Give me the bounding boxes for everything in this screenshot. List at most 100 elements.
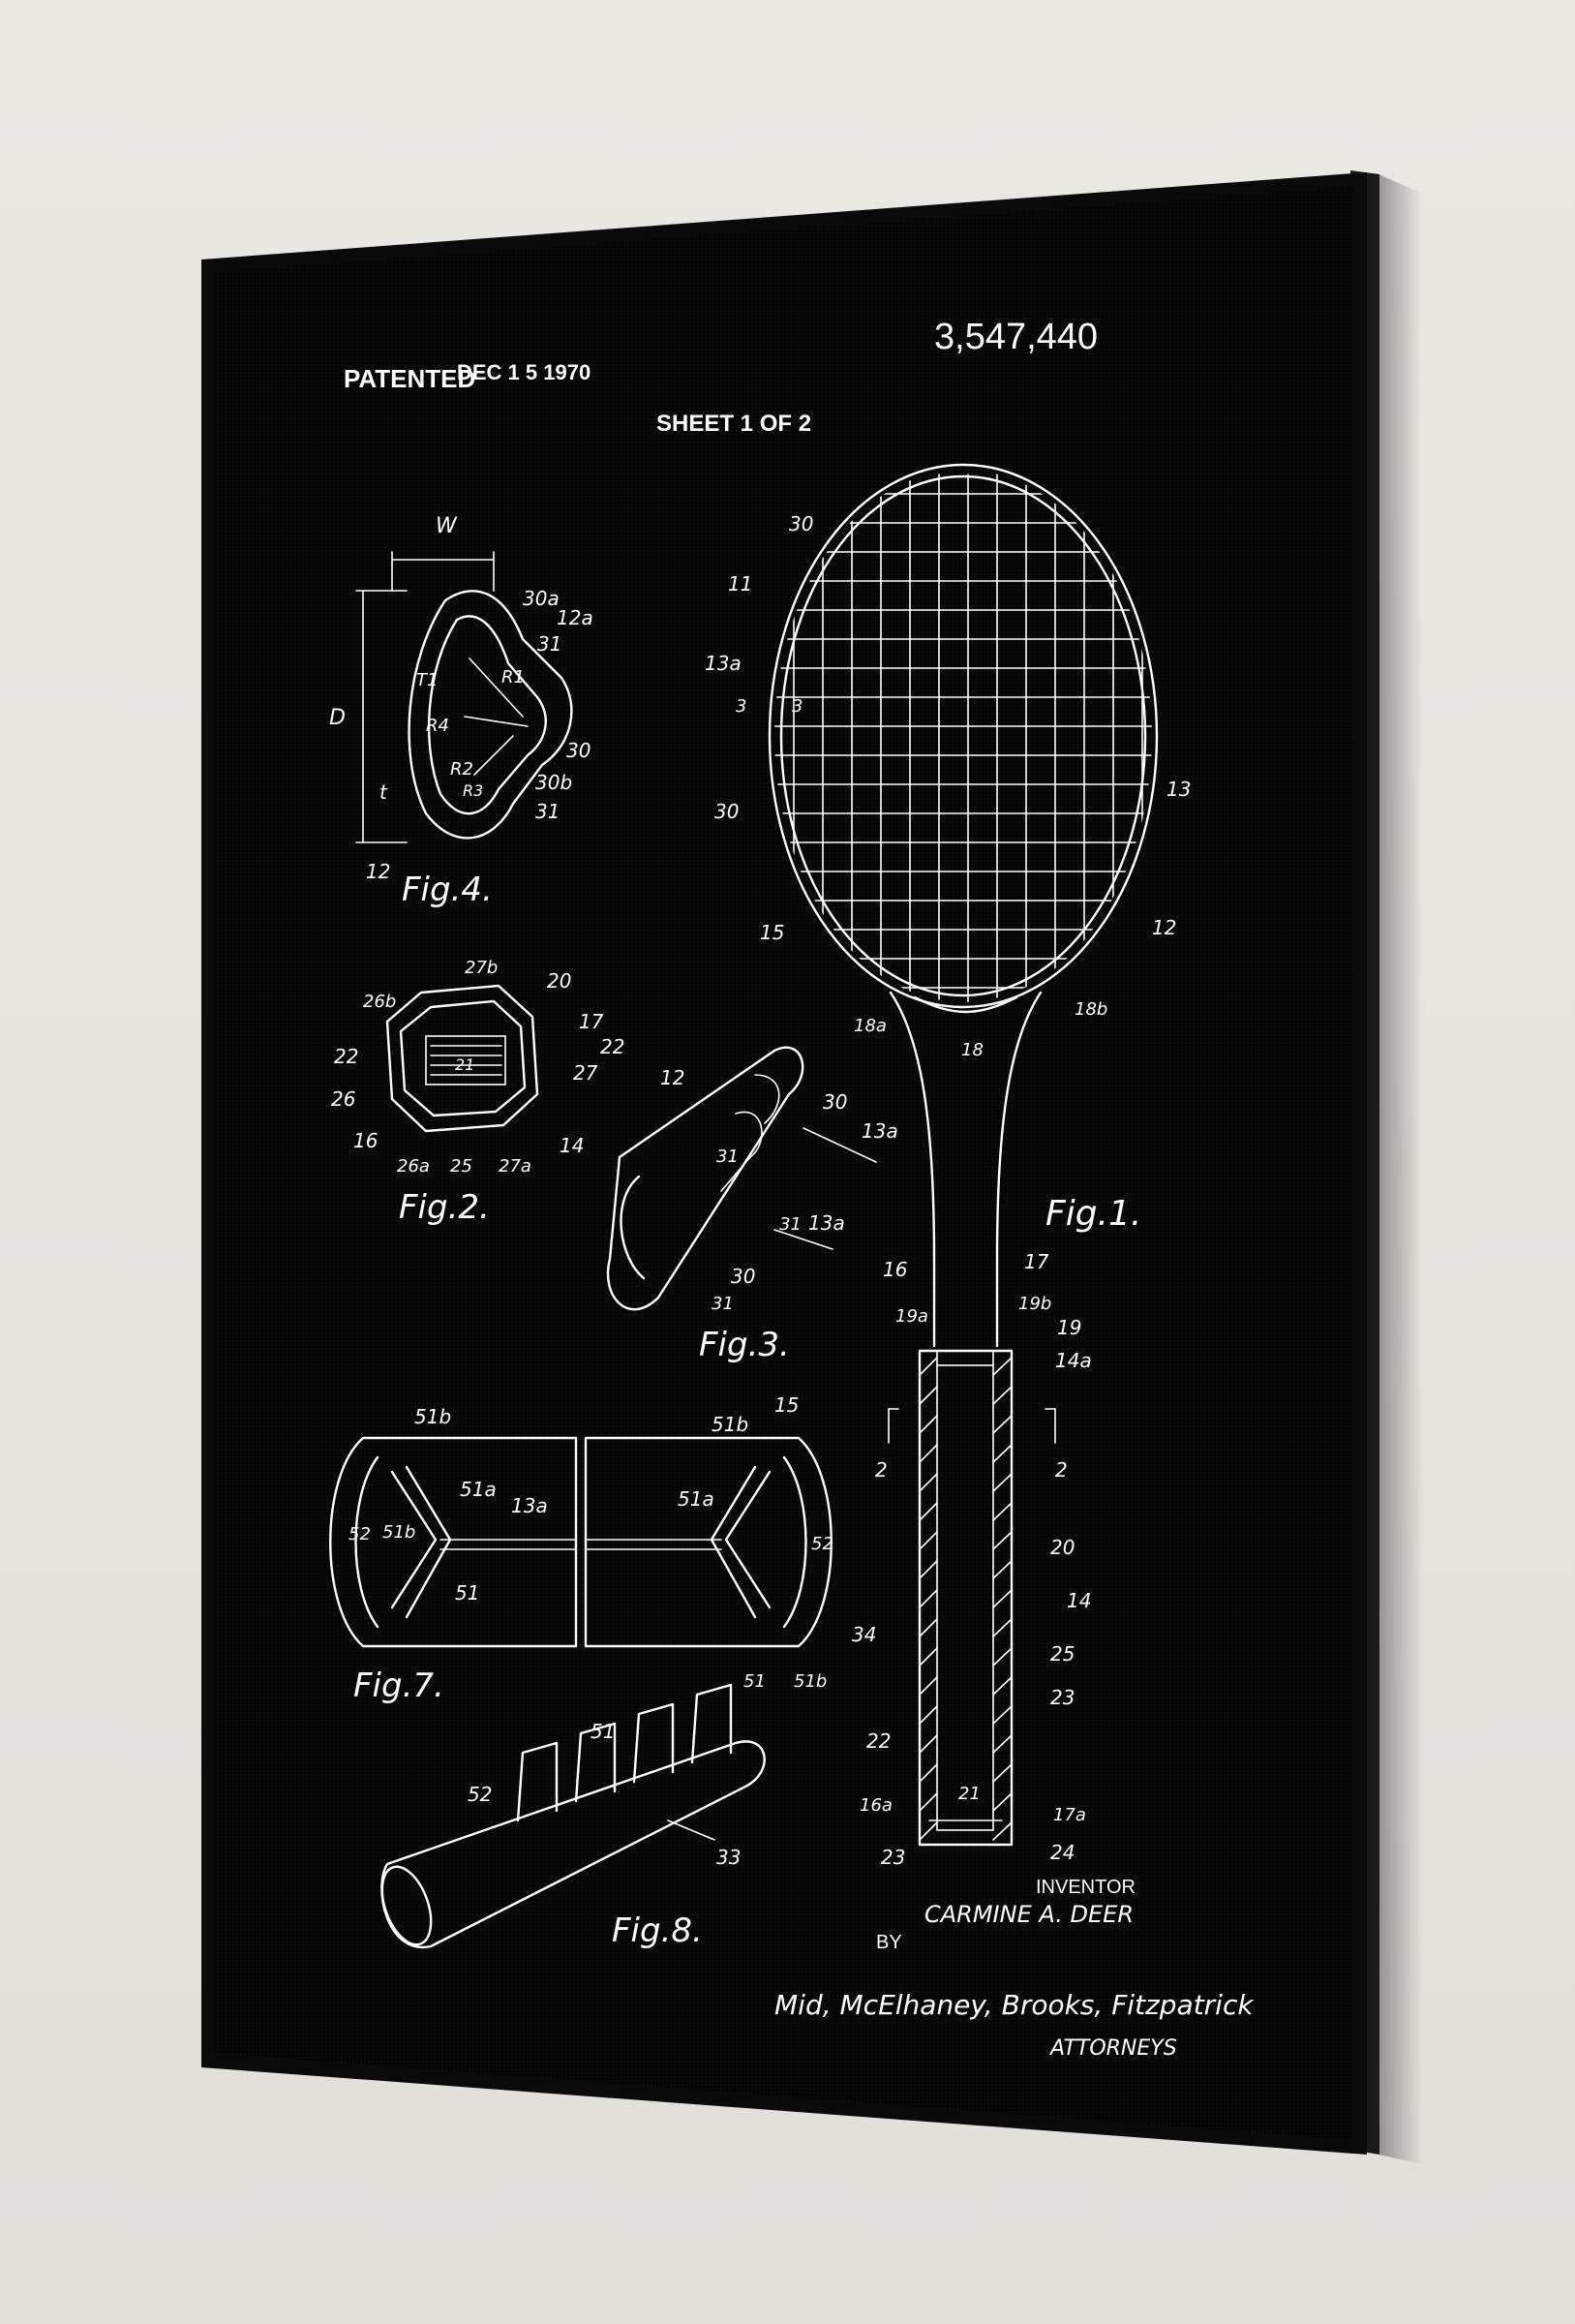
fig2-label-22l: 22 <box>334 1045 358 1068</box>
fig1-label-2b: 2 <box>1055 1458 1068 1482</box>
fig1-label-18: 18 <box>961 1040 984 1060</box>
fig2-label-16: 16 <box>353 1129 378 1152</box>
fig4-label-30: 30 <box>566 739 591 762</box>
fig4-label-12a: 12a <box>557 606 593 629</box>
fig2-label-26: 26 <box>331 1087 355 1111</box>
fig1-label-14: 14 <box>1067 1589 1091 1612</box>
fig1-label-23b: 23 <box>881 1846 905 1869</box>
fig7-label-52-a: 52 <box>348 1524 371 1544</box>
patent-date: DEC 1 5 1970 <box>457 360 591 384</box>
inventor-label: INVENTOR <box>1036 1877 1136 1898</box>
fig8-label-51: 51 <box>591 1720 615 1743</box>
fig3-label-12: 12 <box>660 1066 684 1089</box>
fig7-label-51a-b: 51a <box>678 1487 714 1511</box>
fig7-label-51b-b: 51b <box>712 1413 748 1436</box>
fig4-label-r4: R4 <box>426 716 449 736</box>
fig7-label-51b-c: 51b <box>382 1522 415 1543</box>
patented-label: PATENTED <box>344 364 475 393</box>
fig4-label-r1: R1 <box>501 667 525 688</box>
fig7-drawing <box>329 1436 833 1648</box>
frame-shadow <box>1378 174 1423 2164</box>
fig4-label-12: 12 <box>366 860 390 883</box>
fig8-drawing <box>380 1683 766 1949</box>
fig7-label-51-b: 51 <box>743 1671 766 1692</box>
fig4-label-31b: 31 <box>535 800 560 823</box>
fig4-label-30a: 30a <box>523 587 560 610</box>
fig1-label-24: 24 <box>1050 1841 1075 1864</box>
fig7-label-13a: 13a <box>511 1494 548 1517</box>
fig1-label-25: 25 <box>1050 1642 1075 1666</box>
attorneys-label: ATTORNEYS <box>1048 2036 1177 2061</box>
fig1-label-15: 15 <box>760 921 784 944</box>
fig1-label-13a: 13a <box>705 652 742 675</box>
fig4-label-r2: R2 <box>450 759 473 780</box>
fig2-label-26b: 26b <box>363 992 396 1012</box>
fig2-drawing <box>385 984 539 1133</box>
fig1-label-22: 22 <box>866 1729 891 1753</box>
fig2-label-21: 21 <box>455 1055 474 1074</box>
fig3-caption: Fig.3. <box>699 1326 790 1364</box>
fig4-label-t1: T1 <box>416 670 438 690</box>
fig4-label-30b: 30b <box>535 771 572 794</box>
fig4-label-d: D <box>329 706 346 730</box>
fig3-label-13aa: 13a <box>862 1119 898 1143</box>
fig2-label-22r: 22 <box>600 1035 624 1058</box>
fig1-label-3a: 3 <box>736 696 746 717</box>
fig1-label-19b: 19b <box>1018 1294 1051 1314</box>
fig2-label-14: 14 <box>560 1134 584 1157</box>
fig7-label-51b-d: 51b <box>794 1671 827 1692</box>
fig2-label-27: 27 <box>573 1061 598 1085</box>
fig3-drawing <box>606 1046 877 1311</box>
fig7-caption: Fig.7. <box>353 1667 444 1705</box>
fig2-label-26a: 26a <box>397 1156 430 1177</box>
fig3-label-31a: 31 <box>716 1147 739 1167</box>
fig1-label-3b: 3 <box>792 696 803 717</box>
patent-number: 3,547,440 <box>934 317 1098 357</box>
fig4-label-31a: 31 <box>537 632 561 656</box>
fig4-caption: Fig.4. <box>402 871 493 909</box>
fig4-label-r3: R3 <box>463 781 483 800</box>
fig1-label-18b: 18b <box>1075 999 1107 1020</box>
fig1-label-17a: 17a <box>1053 1805 1086 1825</box>
fig1-label-12: 12 <box>1152 916 1176 939</box>
fig8-label-33: 33 <box>716 1846 741 1869</box>
fig1-label-14a: 14a <box>1055 1349 1092 1372</box>
fig8-label-52: 52 <box>468 1783 492 1806</box>
fig1-caption: Fig.1. <box>1045 1194 1141 1234</box>
fig1-label-20: 20 <box>1050 1536 1075 1559</box>
fig2-label-27a: 27a <box>499 1156 531 1177</box>
fig1-label-21: 21 <box>958 1784 981 1804</box>
fig1-label-17: 17 <box>1024 1250 1049 1273</box>
fig2-caption: Fig.2. <box>399 1188 490 1227</box>
fig7-label-34: 34 <box>852 1623 876 1646</box>
fig1-label-19: 19 <box>1057 1316 1081 1339</box>
fig7-label-51a-a: 51a <box>460 1478 497 1501</box>
fig1-label-30b: 30 <box>714 800 739 823</box>
fig2-label-17: 17 <box>579 1010 604 1033</box>
fig2-label-27b: 27b <box>465 958 498 978</box>
fig2-label-20: 20 <box>547 969 571 993</box>
fig3-label-31c: 31 <box>712 1294 734 1314</box>
fig3-label-30b: 30 <box>731 1265 755 1288</box>
string-grid <box>774 474 1152 1002</box>
attorneys-signature: Mid, McElhaney, Brooks, Fitzpatrick <box>774 1989 1255 2021</box>
fig2-label-25: 25 <box>450 1156 472 1177</box>
fig1-label-23a: 23 <box>1050 1686 1075 1709</box>
fig4-label-w: W <box>436 514 458 538</box>
fig8-caption: Fig.8. <box>612 1911 703 1950</box>
fig4-drawing <box>355 551 573 843</box>
fig1-label-11: 11 <box>728 572 752 596</box>
fig1-label-16: 16 <box>883 1258 907 1281</box>
fig7-label-52-b: 52 <box>811 1534 833 1554</box>
fig1-label-30a: 30 <box>789 512 813 535</box>
sheet-label: SHEET 1 OF 2 <box>656 411 811 437</box>
fig1-label-19a: 19a <box>895 1306 928 1327</box>
by-label: BY <box>876 1932 902 1953</box>
fig1-label-13: 13 <box>1166 778 1191 801</box>
fig3-label-30a: 30 <box>823 1090 847 1114</box>
fig4-label-t: t <box>379 780 388 804</box>
fig1-label-18a: 18a <box>854 1016 887 1036</box>
canvas <box>215 187 1353 2140</box>
